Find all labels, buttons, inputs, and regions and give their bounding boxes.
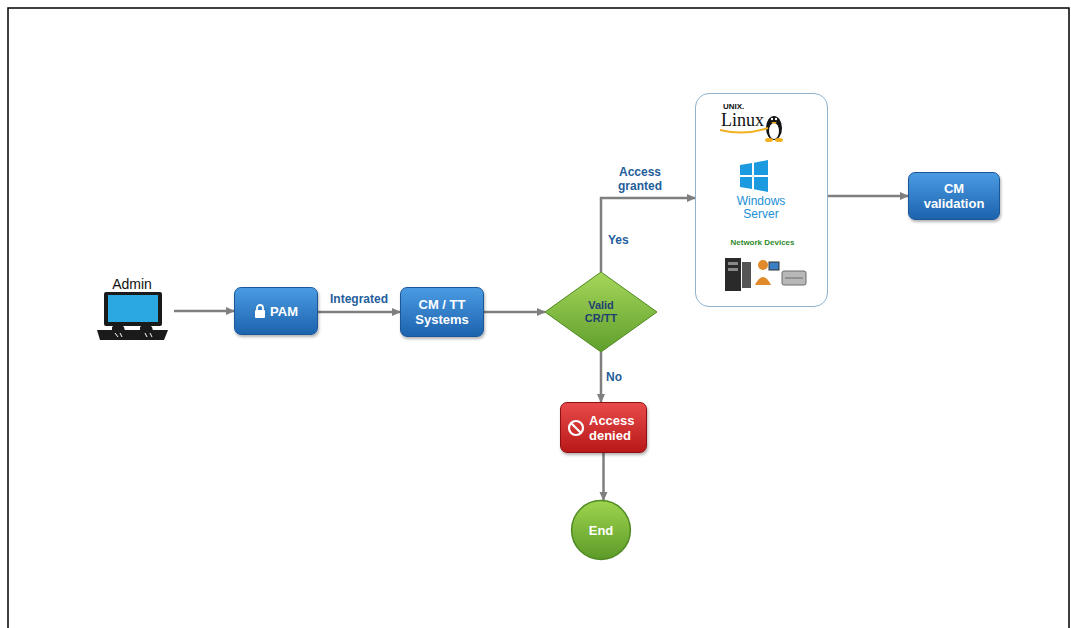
windows-logo (740, 160, 768, 192)
no-entry-bar (571, 423, 581, 433)
process-box: PAM (234, 287, 318, 335)
actor-node: Admin (90, 276, 174, 348)
connector-arrow (484, 311, 545, 314)
laptop-icon (97, 292, 168, 340)
box-text: CM validation (917, 181, 991, 211)
unix-text: UNIX. (723, 102, 763, 111)
connector-arrow (602, 453, 605, 500)
no-entry-icon (567, 419, 585, 437)
box-text: PAM (270, 304, 298, 319)
lock-icon (254, 304, 266, 318)
no-entry-ring (569, 421, 583, 435)
decision-diamond: Valid CR/TT (545, 272, 657, 352)
edge-label: No (605, 370, 623, 384)
network-devices-icon (725, 258, 806, 291)
connector-arrow (601, 198, 695, 272)
group-caption: Network Devices (696, 238, 829, 248)
denied-box: Access denied (560, 402, 647, 453)
terminal-text: End (589, 523, 614, 538)
terminal-circle: End (571, 500, 631, 560)
edge-label: Integrated (329, 292, 389, 306)
windows-server-text: Windows Server (718, 195, 804, 221)
lock-shackle (257, 305, 263, 310)
connector-arrow (828, 195, 908, 198)
actor-label: Admin (90, 276, 174, 292)
edge-label: Access granted (613, 165, 667, 193)
box-text: CM / TT Systems (409, 297, 475, 327)
process-box: CM / TT Systems (400, 287, 484, 337)
circle-shape (572, 501, 631, 560)
diamond-shape (545, 272, 657, 352)
box-text: Access denied (589, 413, 640, 443)
systems-panel: UNIX.LinuxWindows ServerNetwork Devices (695, 93, 828, 307)
lock-body (255, 310, 265, 318)
frame (8, 8, 1069, 628)
branch-label: Yes (607, 233, 630, 247)
process-box: CM validation (908, 172, 1000, 220)
decision-text: Valid CR/TT (573, 299, 629, 325)
linux-text: Linux (721, 110, 771, 130)
connector-arrow (318, 311, 400, 314)
connector-arrow (600, 352, 603, 402)
connector-arrow (174, 310, 234, 313)
